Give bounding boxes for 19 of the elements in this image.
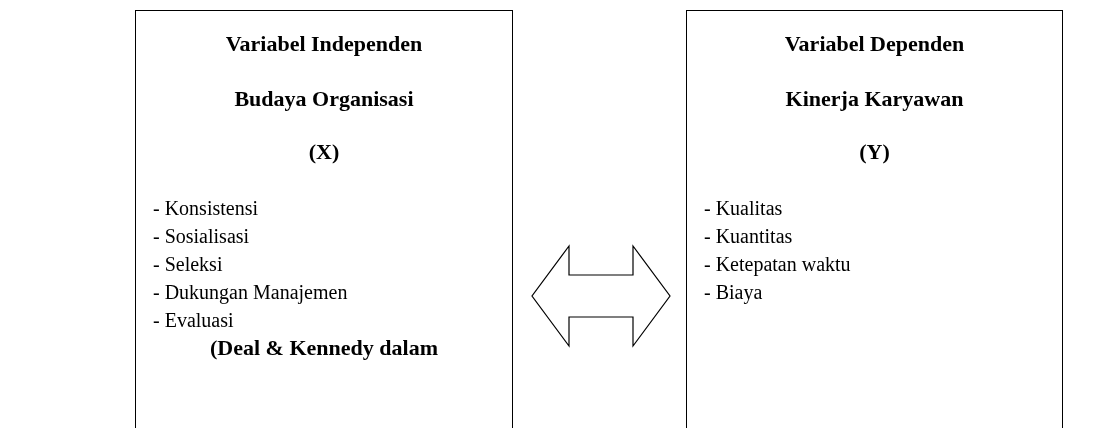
list-item: - Ketepatan waktu	[704, 252, 851, 277]
list-item: - Evaluasi	[153, 308, 234, 333]
variable-box	[686, 10, 1063, 428]
heading: (X)	[308, 139, 340, 165]
heading: Variabel Independen	[225, 31, 423, 57]
list-item: - Sosialisasi	[153, 224, 250, 249]
double-arrow	[531, 244, 671, 348]
list-item: - Kualitas	[704, 196, 783, 221]
heading: Kinerja Karyawan	[785, 86, 964, 112]
list-item: - Konsistensi	[153, 196, 258, 221]
source-note: (Deal & Kennedy dalam	[210, 335, 438, 361]
heading: (Y)	[859, 139, 890, 165]
list-item: - Biaya	[704, 280, 763, 305]
variable-box	[135, 10, 513, 428]
heading: Variabel Dependen	[784, 31, 965, 57]
list-item: - Dukungan Manajemen	[153, 280, 348, 305]
heading: Budaya Organisasi	[234, 86, 414, 112]
list-item: - Seleksi	[153, 252, 223, 277]
list-item: - Kuantitas	[704, 224, 793, 249]
